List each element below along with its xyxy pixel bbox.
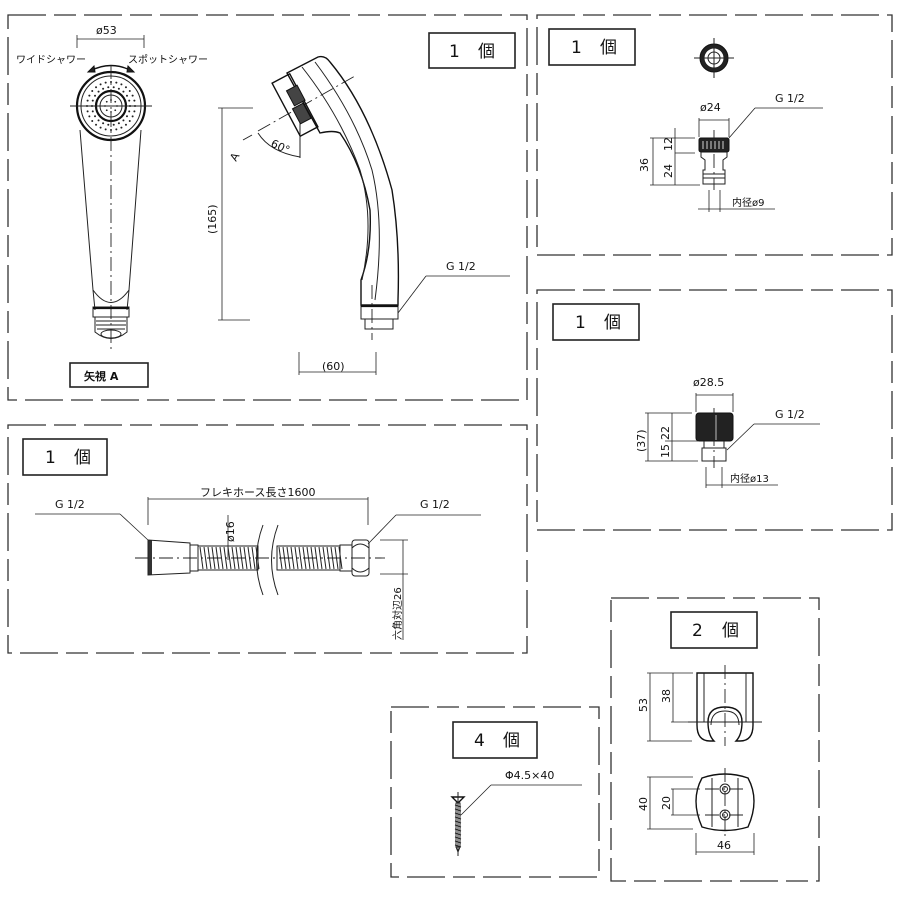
hole-pitch-label: 20 (660, 796, 673, 810)
head-diameter-label: ø53 (96, 24, 117, 37)
screw-icon (450, 792, 466, 856)
adapter-small-panel: 1 個 ø24 36 12 24 G 1/2 内径ø9 (536, 14, 893, 256)
view-arrow-label: A (227, 150, 242, 163)
shower-head-panel: 1 個 ø53 ワイドシャワー スポットシャワー (7, 14, 528, 401)
screw-panel: 4 個 Φ4.5×40 (390, 706, 600, 878)
spot-shower-label: スポットシャワー (128, 54, 208, 66)
hex-size-label: 六角対辺26 (391, 587, 404, 640)
hose-panel: 1 個 フレキホース長さ1600 G 1/2 G 1/2 ø16 六角対辺26 (7, 424, 528, 654)
quantity-box (552, 303, 640, 341)
thread-right-label: G 1/2 (420, 498, 450, 511)
inner-diameter-label: 内径ø9 (732, 196, 764, 209)
quantity-value: 1 (449, 42, 460, 62)
height-label: (165) (206, 204, 219, 234)
quantity-unit: 個 (604, 313, 621, 333)
slot-height-label: 38 (660, 689, 673, 703)
quantity-value: 1 (571, 38, 582, 58)
total-height-label: (37) (635, 429, 648, 452)
quantity-unit: 個 (503, 731, 520, 751)
panel-frame (7, 14, 528, 401)
view-arrow-icon (242, 134, 253, 141)
shower-head-front-view: ø53 ワイドシャワー スポットシャワー 矢視 A (16, 24, 208, 388)
quantity-value: 1 (45, 448, 56, 468)
panel-frame (536, 289, 893, 531)
quantity-unit: 個 (722, 621, 739, 641)
panel-frame (7, 424, 528, 654)
quantity-box (428, 32, 516, 69)
thread-label: G 1/2 (775, 408, 805, 421)
quantity-value: 1 (575, 313, 586, 333)
panel-frame (390, 706, 600, 878)
panel-frame (536, 14, 893, 256)
hose-corrugation (197, 545, 343, 571)
diameter-label: ø24 (700, 101, 721, 114)
quantity-box (548, 28, 636, 66)
quantity-unit: 個 (74, 448, 91, 468)
diameter-label: ø28.5 (693, 376, 724, 389)
hose-length-label: フレキホース長さ1600 (200, 486, 315, 499)
thread-label: G 1/2 (775, 92, 805, 105)
base-height-label: 40 (637, 797, 650, 811)
view-a-label-box (69, 362, 149, 388)
upper-height-label: 12 (662, 137, 675, 151)
quantity-value: 4 (474, 731, 485, 751)
quantity-box (452, 721, 538, 759)
depth-label: (60) (322, 360, 345, 373)
adapter-large-panel: 1 個 ø28.5 (37) 22 15 G 1/2 内径ø13 (536, 289, 893, 531)
thread-label: G 1/2 (446, 260, 476, 273)
total-height-label: 36 (638, 158, 651, 172)
shower-head-side-view: (165) A 60° G 1/2 (60) (206, 55, 510, 375)
hose-diameter-label: ø16 (224, 521, 237, 542)
quantity-unit: 個 (600, 38, 617, 58)
view-a-label: 矢視 A (84, 369, 119, 383)
screw-spec-label: Φ4.5×40 (505, 769, 554, 782)
quantity-value: 2 (692, 621, 703, 641)
lower-height-label: 15 (659, 444, 672, 458)
panel-frame (610, 597, 820, 882)
lower-height-label: 24 (662, 164, 675, 178)
thread-left-label: G 1/2 (55, 498, 85, 511)
quantity-unit: 個 (478, 42, 495, 62)
width-label: 46 (717, 839, 731, 852)
quantity-box (22, 438, 108, 476)
total-height-label: 53 (637, 698, 650, 712)
upper-height-label: 22 (659, 426, 672, 440)
holder-panel: 2 個 53 38 40 20 (610, 597, 820, 882)
wide-shower-label: ワイドシャワー (16, 55, 86, 66)
inner-diameter-label: 内径ø13 (730, 472, 769, 485)
quantity-box (670, 611, 758, 649)
